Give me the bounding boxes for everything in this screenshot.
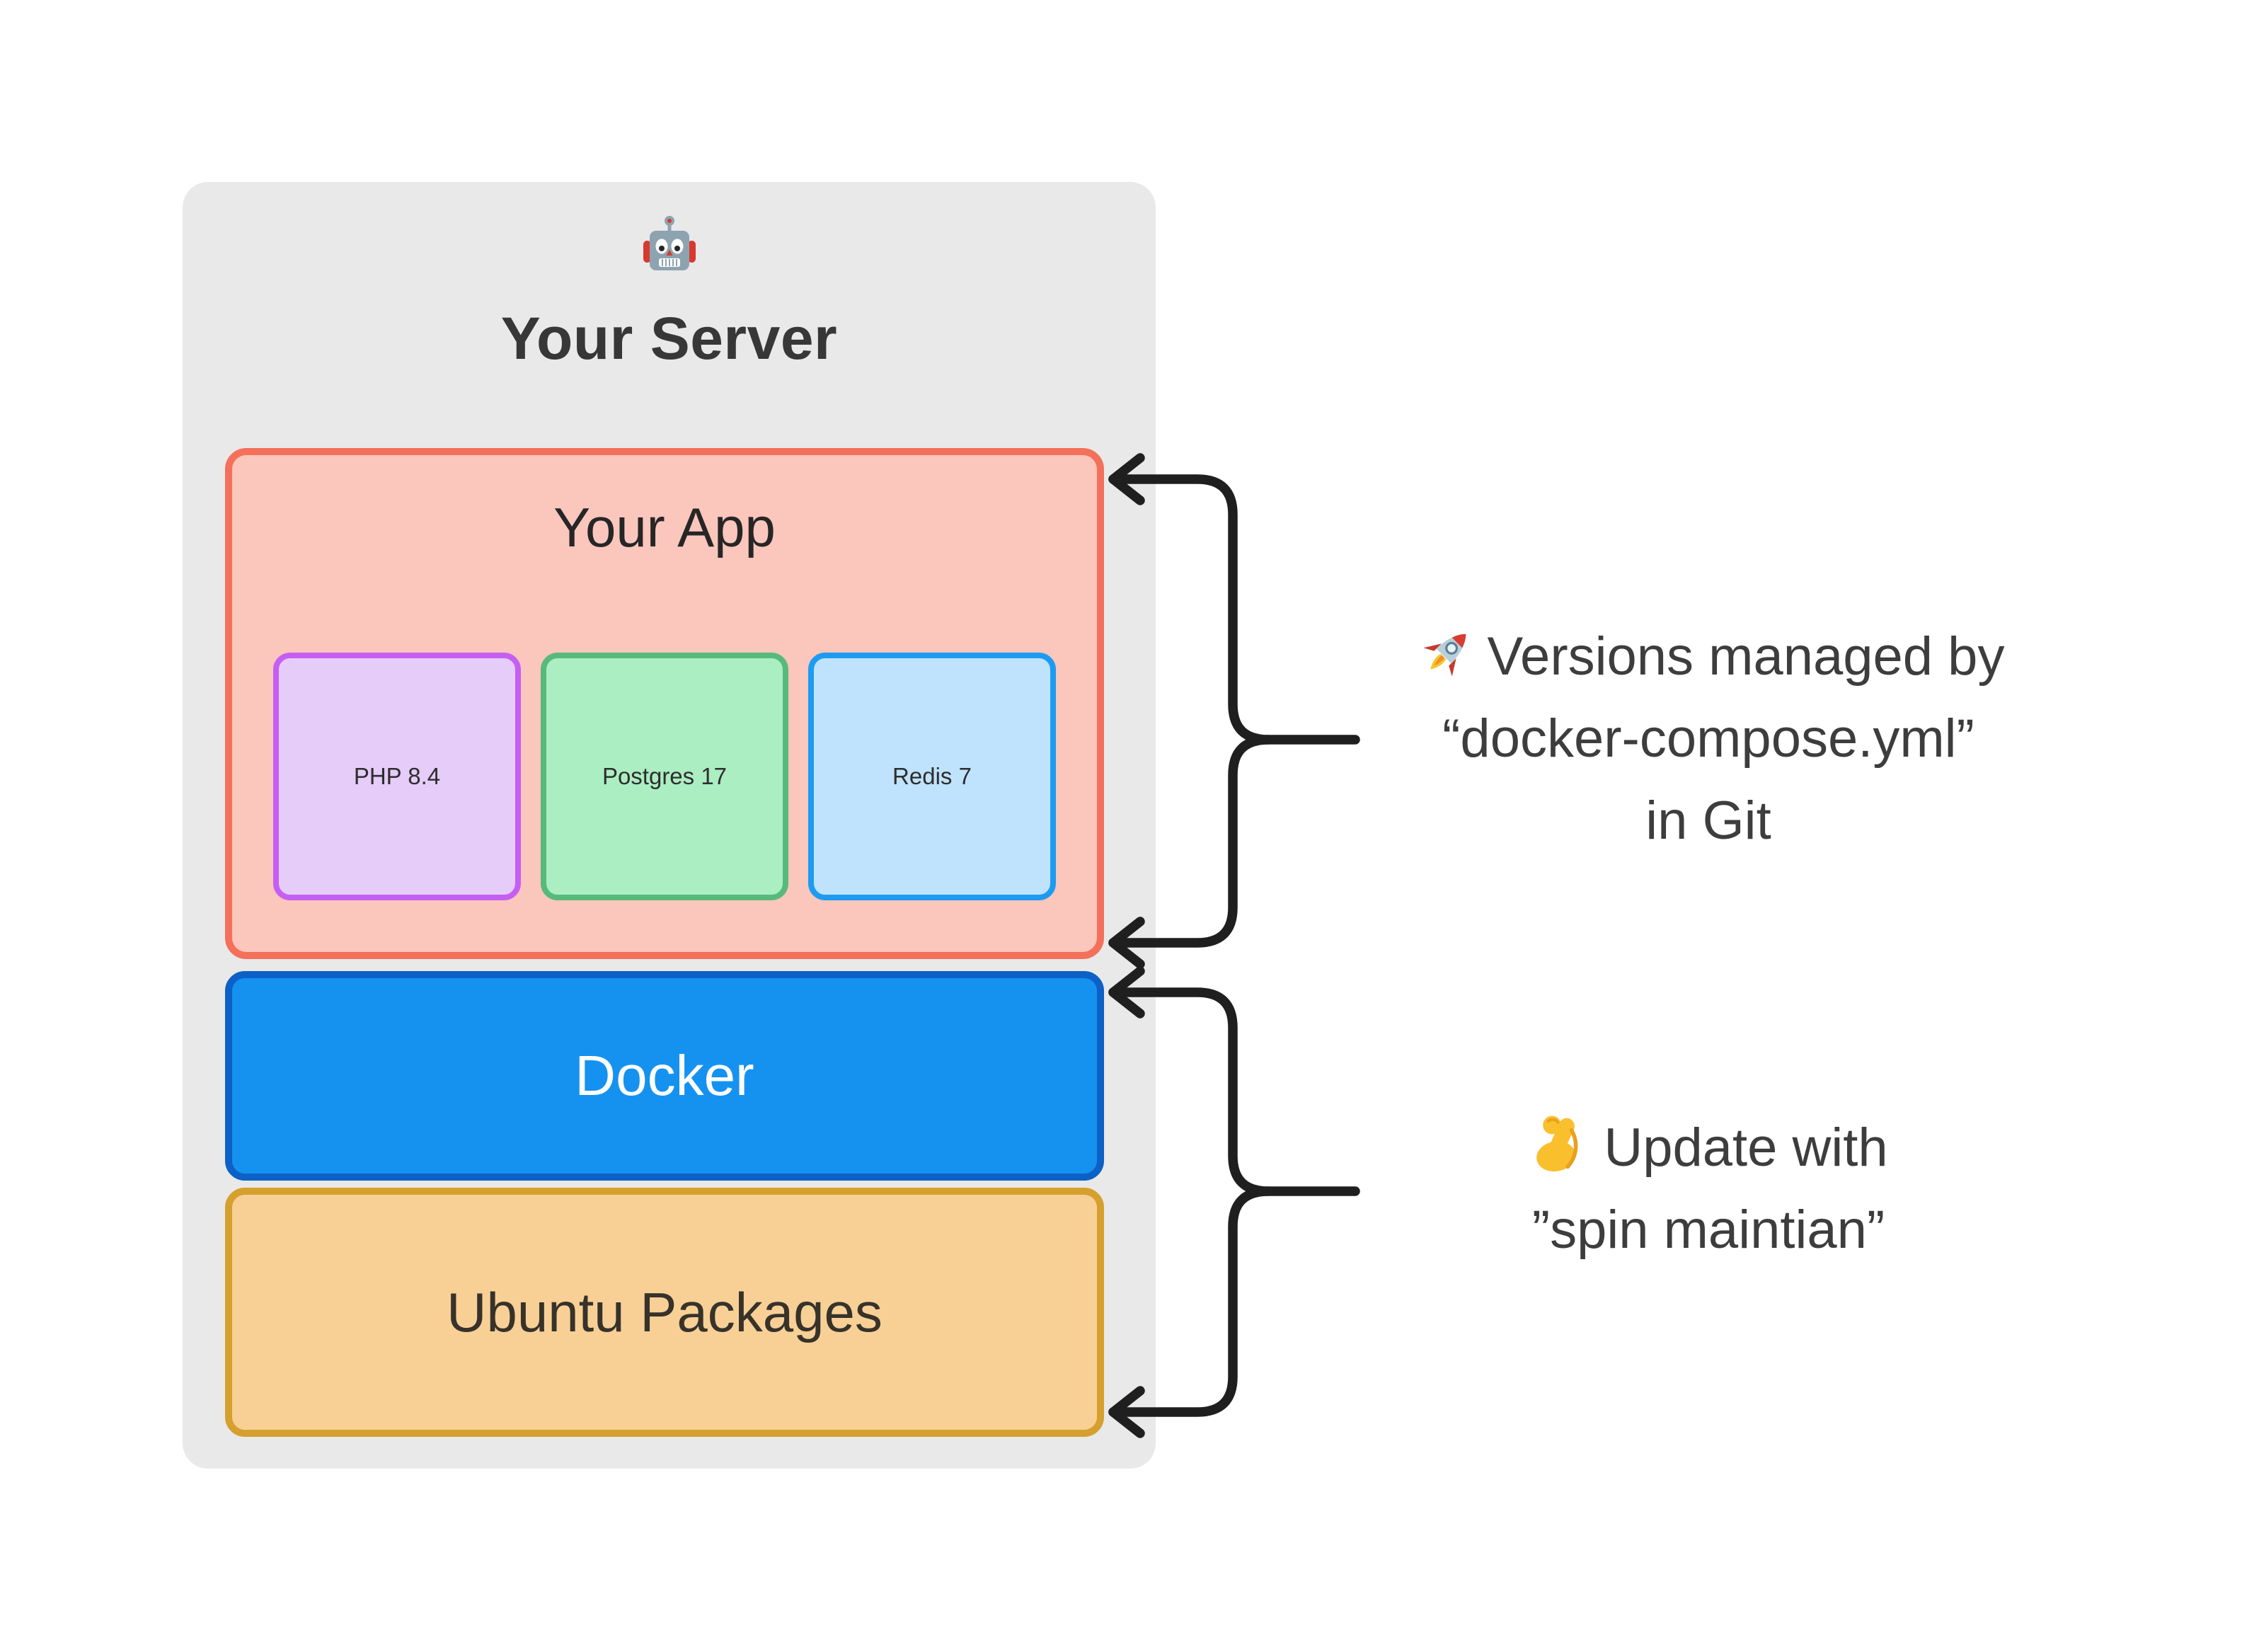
- server-header: [183, 212, 1156, 287]
- annotation-line: ”spin maintian”: [1531, 1200, 1885, 1260]
- annotation-text: Versions managed by: [1487, 626, 2005, 687]
- muscle-icon: [1529, 1113, 1594, 1178]
- rocket-icon: [1413, 622, 1478, 687]
- annotation-update: Update with ”spin maintian”: [1362, 1107, 2055, 1271]
- services-row: PHP 8.4 Postgres 17 Redis 7: [273, 653, 1056, 900]
- service-label: Redis 7: [892, 763, 972, 789]
- annotation-line: in Git: [1645, 791, 1771, 851]
- service-box-php: PHP 8.4: [273, 653, 521, 900]
- service-box-postgres: Postgres 17: [541, 653, 788, 900]
- service-label: Postgres 17: [602, 763, 728, 789]
- annotation-line: “docker-compose.yml”: [1442, 709, 1974, 769]
- robot-icon: [634, 212, 705, 283]
- annotation-text: Update with: [1604, 1118, 1888, 1178]
- docker-box: Docker: [225, 971, 1104, 1181]
- app-title: Your App: [553, 496, 776, 558]
- annotation-line: Versions managed by: [1362, 616, 2055, 698]
- ubuntu-label: Ubuntu Packages: [447, 1280, 883, 1343]
- docker-label: Docker: [575, 1044, 754, 1107]
- service-box-redis: Redis 7: [808, 653, 1056, 900]
- annotation-line: Update with: [1362, 1107, 2055, 1189]
- server-title: Your Server: [500, 305, 838, 372]
- annotation-versions: Versions managed by “docker-compose.yml”…: [1362, 616, 2055, 862]
- ubuntu-box: Ubuntu Packages: [225, 1188, 1104, 1437]
- service-label: PHP 8.4: [353, 763, 441, 789]
